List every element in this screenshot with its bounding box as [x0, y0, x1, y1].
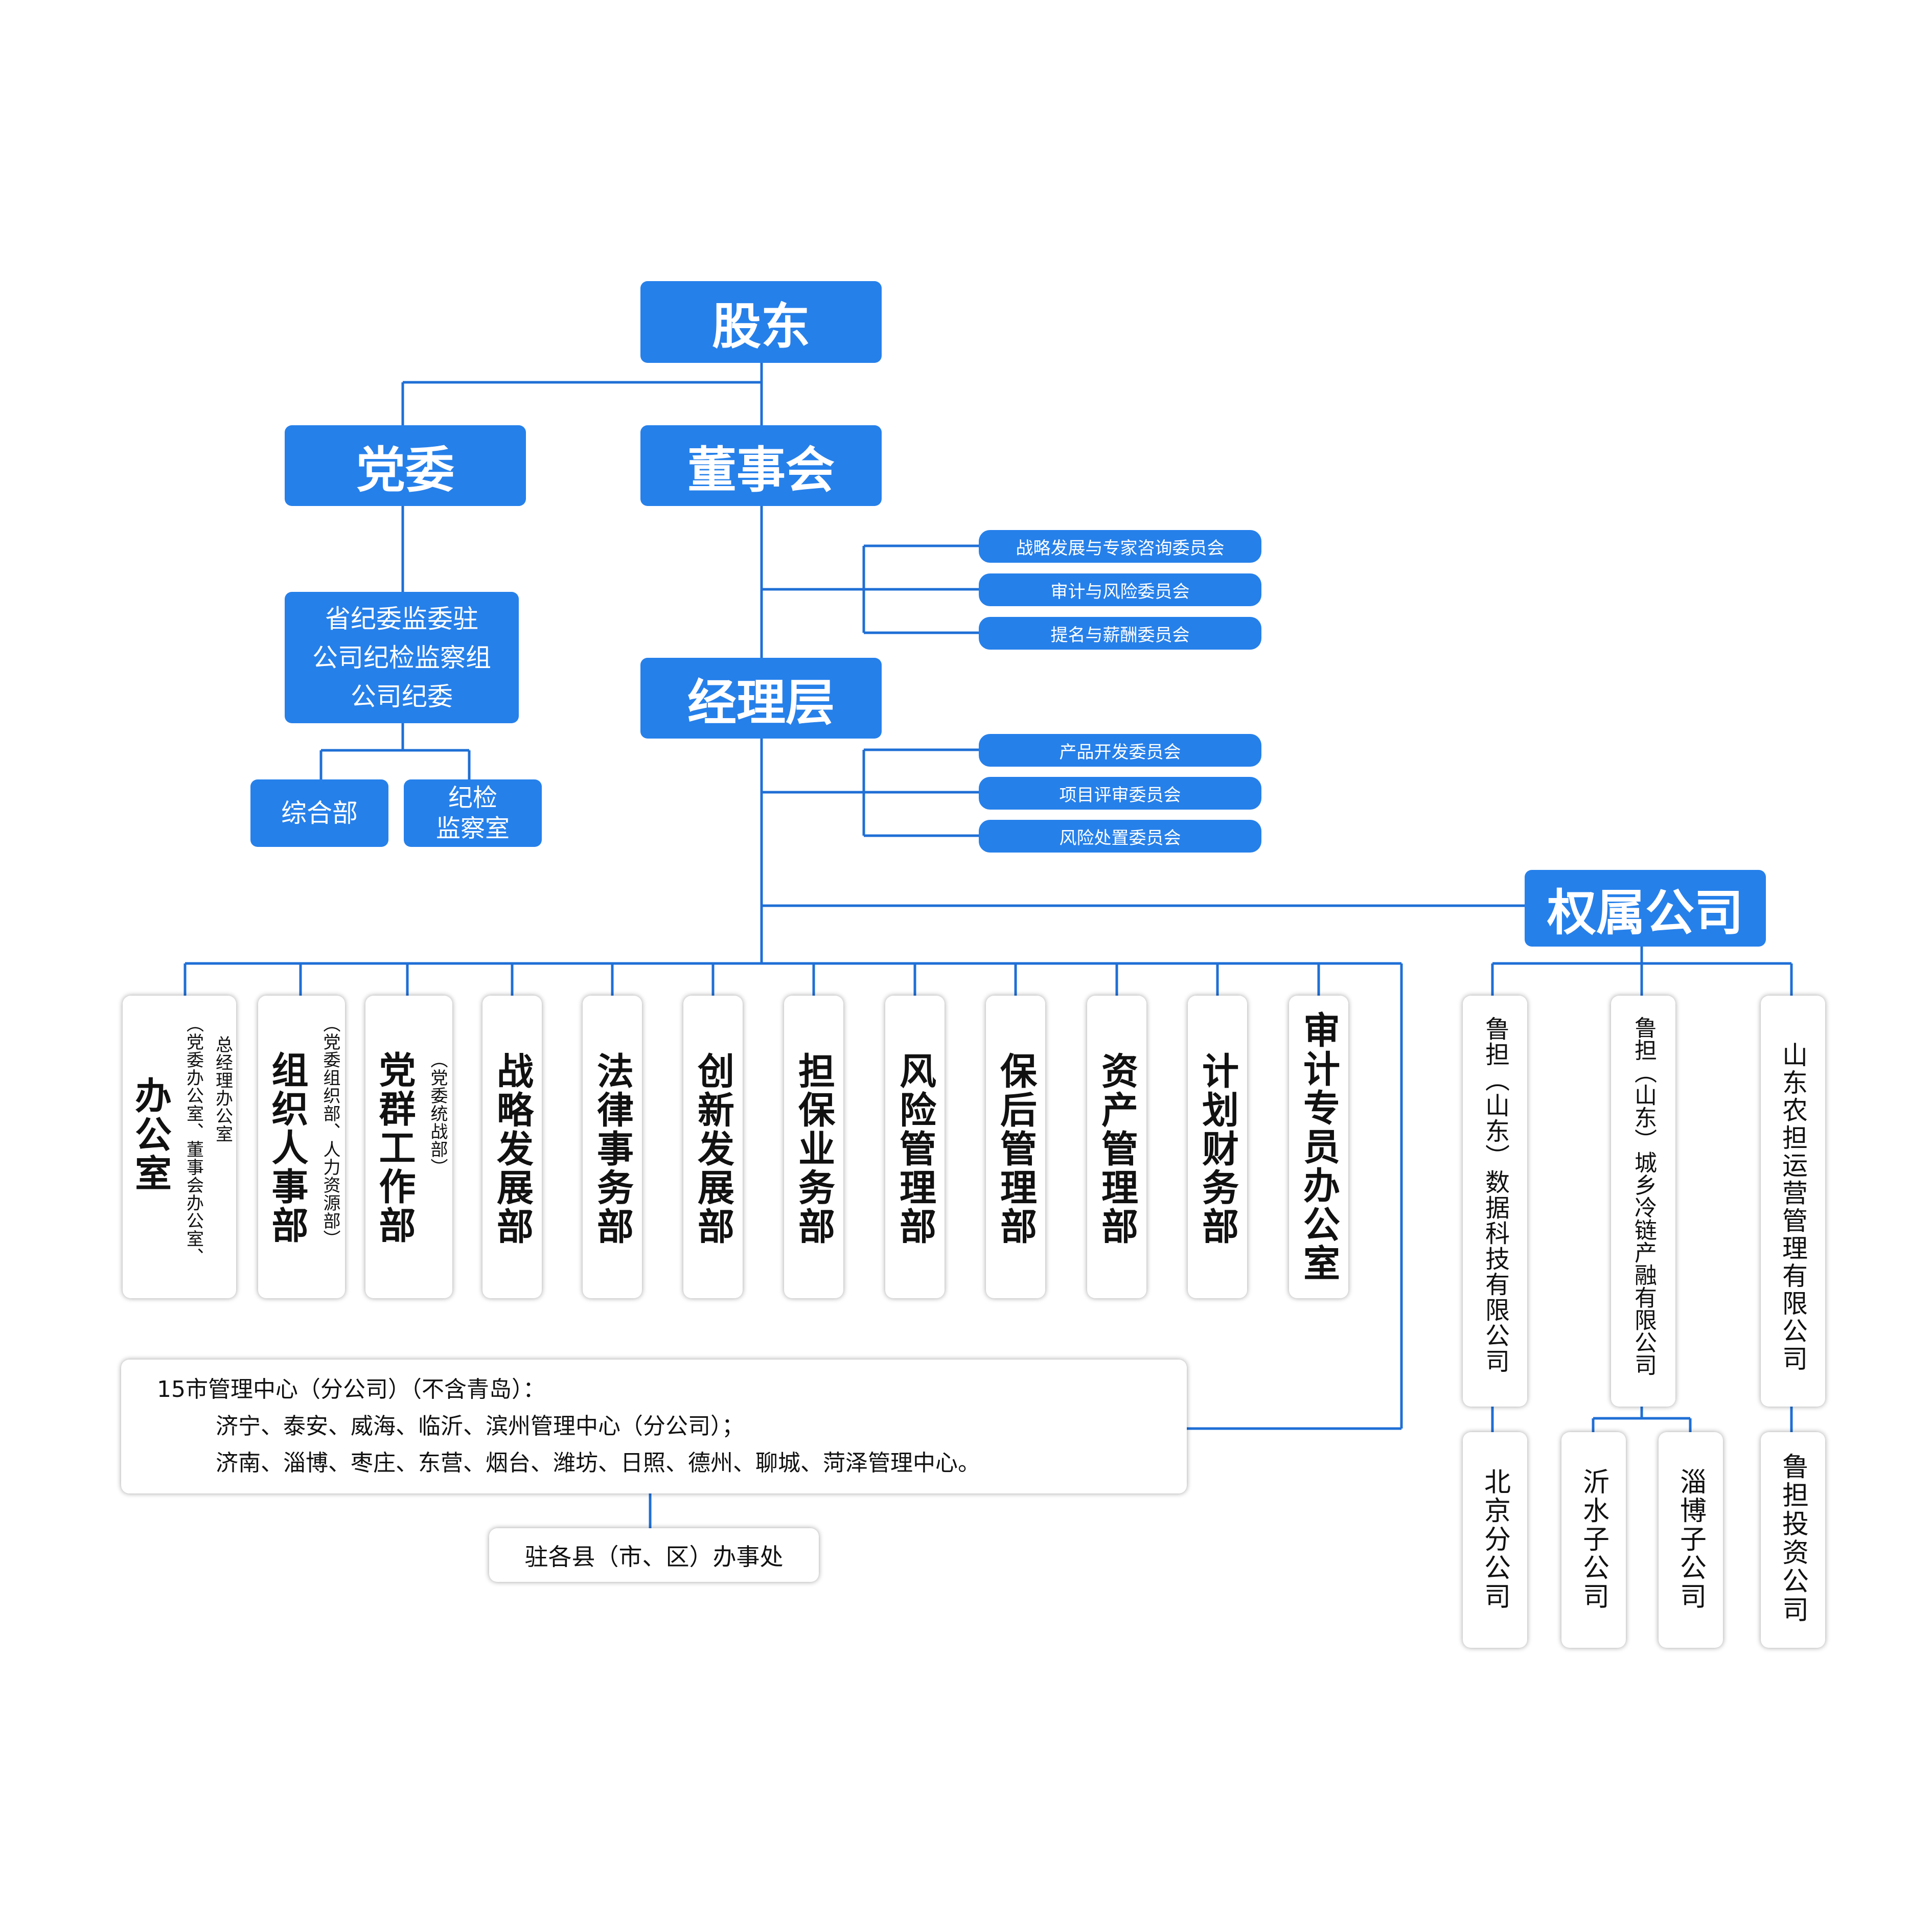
dept-legal[interactable]: 法律事务部	[583, 996, 642, 1298]
dept-post-guarantee[interactable]: 保后管理部	[986, 996, 1045, 1298]
subsidiaries-node[interactable]: 权属公司	[1525, 870, 1766, 947]
child-zibo-sub[interactable]: 淄博子公司	[1659, 1432, 1723, 1648]
dept-guarantee-name: 担保业务部	[792, 1052, 835, 1246]
dept-asset-name: 资产管理部	[1095, 1052, 1138, 1246]
discipline-inspection-node[interactable]: 省纪委监委驻 公司纪检监察组 公司纪委	[285, 592, 519, 723]
dept-strategy[interactable]: 战略发展部	[482, 996, 542, 1298]
board-committee-strategy[interactable]: 战略发展与专家咨询委员会	[979, 530, 1261, 563]
dept-party-mass-name: 党群工作部	[373, 1051, 416, 1245]
management-node[interactable]: 经理层	[640, 658, 882, 739]
child-beijing-branch[interactable]: 北京分公司	[1463, 1432, 1527, 1648]
shareholders-node[interactable]: 股东	[640, 281, 882, 363]
child-zibo-sub-name: 淄博子公司	[1675, 1468, 1706, 1611]
dept-legal-name: 法律事务部	[590, 1052, 634, 1246]
dept-audit-office-name: 审计专员办公室	[1297, 1011, 1340, 1283]
board-node[interactable]: 董事会	[640, 425, 882, 506]
dept-risk[interactable]: 风险管理部	[885, 996, 945, 1298]
branch-line-3: 济南、淄博、枣庄、东营、烟台、潍坊、日照、德州、聊城、菏泽管理中心。	[216, 1450, 980, 1476]
party-committee-node[interactable]: 党委	[285, 425, 526, 506]
company-cold-chain-name: 鲁担（山东）城乡冷链产融有限公司	[1630, 1016, 1657, 1376]
dept-party-mass[interactable]: （党委统战部） 党群工作部	[365, 996, 452, 1298]
dept-office-name: 办公室	[128, 1076, 172, 1193]
discipline-line-1: 省纪委监委驻	[325, 604, 478, 634]
dept-innovation-name: 创新发展部	[691, 1052, 734, 1246]
board-committee-nomination[interactable]: 提名与薪酬委员会	[979, 617, 1261, 650]
dept-asset[interactable]: 资产管理部	[1087, 996, 1146, 1298]
child-investment-company[interactable]: 鲁担投资公司	[1761, 1432, 1825, 1648]
dept-finance[interactable]: 计划财务部	[1188, 996, 1247, 1298]
dept-post-guarantee-name: 保后管理部	[994, 1052, 1037, 1246]
dept-audit-office[interactable]: 审计专员办公室	[1289, 996, 1348, 1298]
general-dept-node[interactable]: 综合部	[250, 779, 388, 847]
supervision-line-2: 监察室	[435, 814, 510, 843]
company-operations-name: 山东农担运营管理有限公司	[1778, 1042, 1808, 1373]
county-offices-node[interactable]: 驻各县（市、区）办事处	[489, 1528, 819, 1582]
dept-office[interactable]: 总经理办公室 （党委办公室、董事会办公室、 办公室	[123, 996, 236, 1298]
mgmt-committee-product[interactable]: 产品开发委员会	[979, 734, 1261, 767]
discipline-line-2: 公司纪检监察组	[312, 642, 491, 673]
mgmt-committee-risk-disposal[interactable]: 风险处置委员会	[979, 820, 1261, 853]
child-yishui-sub[interactable]: 沂水子公司	[1561, 1432, 1626, 1648]
dept-office-note-1: 总经理办公室	[212, 1036, 233, 1143]
branch-line-1: 15市管理中心（分公司）（不含青岛）：	[157, 1376, 545, 1402]
child-beijing-branch-name: 北京分公司	[1479, 1468, 1510, 1611]
mgmt-committee-project-review[interactable]: 项目评审委员会	[979, 777, 1261, 810]
company-data-tech[interactable]: 鲁担（山东）数据科技有限公司	[1463, 996, 1527, 1407]
discipline-line-3: 公司纪委	[351, 681, 453, 711]
dept-risk-name: 风险管理部	[893, 1052, 936, 1246]
dept-organization-hr[interactable]: （党委组织部、人力资源部） 组织人事部	[258, 996, 345, 1298]
supervision-room-node[interactable]: 纪检 监察室	[404, 779, 542, 847]
child-yishui-sub-name: 沂水子公司	[1578, 1468, 1609, 1611]
dept-innovation[interactable]: 创新发展部	[683, 996, 743, 1298]
company-operations[interactable]: 山东农担运营管理有限公司	[1761, 996, 1825, 1407]
dept-party-mass-note: （党委统战部）	[427, 1051, 448, 1176]
supervision-line-1: 纪检	[448, 784, 497, 812]
branch-management-centers[interactable]: 15市管理中心（分公司）（不含青岛）： 济宁、泰安、威海、临沂、滨州管理中心（分…	[121, 1360, 1187, 1493]
dept-guarantee[interactable]: 担保业务部	[784, 996, 843, 1298]
dept-organization-hr-name: 组织人事部	[265, 1051, 308, 1245]
child-investment-company-name: 鲁担投资公司	[1777, 1453, 1808, 1624]
company-cold-chain[interactable]: 鲁担（山东）城乡冷链产融有限公司	[1611, 996, 1675, 1407]
dept-strategy-name: 战略发展部	[490, 1052, 534, 1246]
dept-organization-hr-note: （党委组织部、人力资源部）	[320, 1015, 340, 1248]
dept-office-note-2: （党委办公室、董事会办公室、	[183, 1015, 204, 1266]
dept-finance-name: 计划财务部	[1195, 1052, 1239, 1246]
branch-line-2: 济宁、泰安、威海、临沂、滨州管理中心（分公司）；	[216, 1413, 744, 1439]
board-committee-audit-risk[interactable]: 审计与风险委员会	[979, 573, 1261, 606]
company-data-tech-name: 鲁担（山东）数据科技有限公司	[1481, 1016, 1509, 1374]
